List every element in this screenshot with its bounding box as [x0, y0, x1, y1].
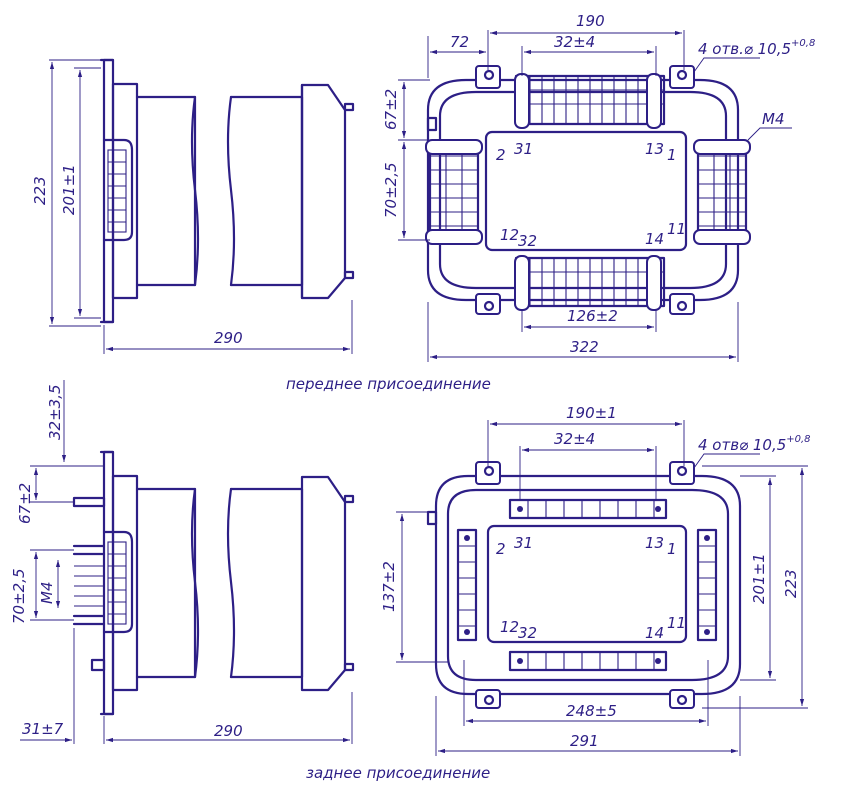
- front-terminal-1: 1: [667, 146, 677, 164]
- rear-terminal-32: 32: [518, 624, 537, 642]
- rear-terminal-labels: 2 31 13 1 12 32 14 11: [496, 534, 686, 642]
- front-bottom-inner: 126±2: [567, 307, 618, 325]
- rear-inner-width: 248±5: [566, 702, 617, 720]
- rear-height-2: 201±1: [750, 553, 768, 604]
- front-left-offset: 72: [450, 33, 469, 51]
- rear-overall-width: 291: [570, 732, 599, 750]
- rear-terminal-13: 13: [645, 534, 664, 552]
- front-terminal-labels: 2 31 13 1 12 32 14 11: [496, 140, 686, 250]
- front-depth: 290: [214, 329, 243, 347]
- front-terminal-11: 11: [667, 220, 686, 238]
- front-side-view: [49, 58, 355, 354]
- caption-rear-connection: заднее присоединение: [306, 764, 490, 782]
- rear-terminal-11: 11: [667, 614, 686, 632]
- rear-terminal-12: 12: [500, 618, 519, 636]
- front-vertical-2: 70±2,5: [382, 162, 400, 218]
- rear-top-width: 190±1: [566, 404, 617, 422]
- rear-vertical-1: 67±2: [16, 483, 34, 524]
- rear-vertical-2: 70±2,5: [10, 568, 28, 624]
- rear-terminal-31: 31: [514, 534, 533, 552]
- front-holes: 4 отв.⌀ 10,5+0,8: [698, 38, 815, 58]
- rear-bottom-offset: 31±7: [22, 720, 64, 738]
- front-top-width: 190: [576, 12, 605, 30]
- rear-top-offset: 32±3,5: [46, 384, 64, 440]
- front-terminal-12: 12: [500, 226, 519, 244]
- front-vertical-1: 67±2: [382, 89, 400, 130]
- rear-thread: М4: [38, 582, 56, 605]
- rear-terminal-2: 2: [496, 540, 506, 558]
- front-terminal-2: 2: [496, 146, 506, 164]
- rear-holes: 4 отв⌀ 10,5+0,8: [698, 434, 811, 454]
- rear-height-3: 223: [782, 569, 800, 598]
- caption-front-connection: переднее присоединение: [286, 375, 491, 393]
- front-terminal-32: 32: [518, 232, 537, 250]
- rear-front-view: [396, 420, 808, 756]
- rear-side-view: [20, 380, 355, 744]
- front-height-inner: 201±1: [60, 164, 78, 215]
- front-height-total: 223: [31, 176, 49, 205]
- front-overall-width: 322: [570, 338, 599, 356]
- rear-height-1: 137±2: [380, 561, 398, 612]
- rear-pitch: 32±4: [554, 430, 595, 448]
- front-terminal-14: 14: [645, 230, 664, 248]
- rear-terminal-14: 14: [645, 624, 664, 642]
- front-terminal-31: 31: [514, 140, 533, 158]
- front-terminal-13: 13: [645, 140, 664, 158]
- front-thread: М4: [762, 110, 785, 128]
- rear-terminal-1: 1: [667, 540, 677, 558]
- front-front-view: [398, 30, 792, 362]
- front-pitch: 32±4: [554, 33, 595, 51]
- rear-depth: 290: [214, 722, 243, 740]
